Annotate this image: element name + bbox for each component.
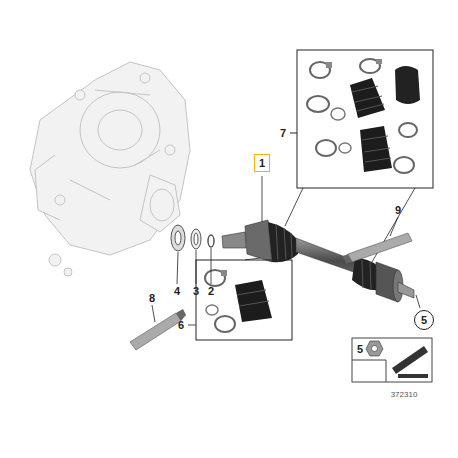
callout-circle: 5	[414, 310, 434, 330]
grease-tubes	[130, 233, 412, 350]
kit-leaders	[285, 188, 415, 262]
differential	[30, 62, 190, 276]
callout-number: 1	[259, 158, 265, 169]
kit-frame	[297, 50, 433, 188]
callout-number: 2	[208, 286, 214, 297]
callout-number: 7	[280, 128, 286, 139]
boot-kit-parts	[205, 270, 272, 332]
leader-line	[416, 295, 420, 308]
callout-number: 3	[193, 286, 199, 297]
diagram-id: 372310	[391, 391, 418, 399]
callout-number: 5	[357, 344, 363, 355]
callout-number: 4	[174, 286, 180, 297]
leader-line	[262, 176, 263, 222]
seal-rings	[171, 225, 214, 251]
nut-symbol	[366, 341, 383, 356]
callout-number: 5	[421, 315, 427, 326]
symbol-box	[352, 338, 432, 382]
leader-line	[177, 248, 211, 284]
callout-box: 1	[254, 154, 270, 172]
callout-number: 9	[395, 205, 401, 216]
boot-kit-parts	[307, 59, 420, 173]
callout-number: 8	[149, 293, 155, 304]
wrench-symbol	[392, 346, 428, 378]
kit-frame	[196, 260, 292, 340]
callout-number: 6	[178, 320, 184, 331]
